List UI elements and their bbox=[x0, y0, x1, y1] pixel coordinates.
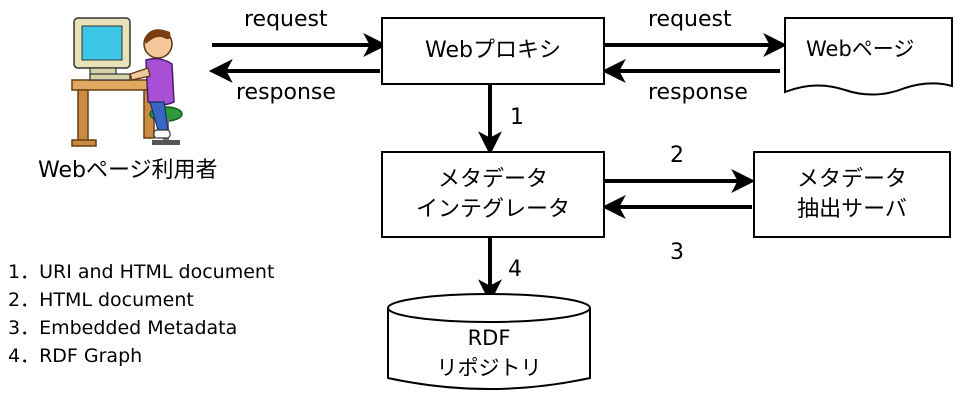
rdf-repository-cylinder bbox=[387, 293, 591, 390]
legend-item-3: 3．Embedded Metadata bbox=[8, 317, 238, 339]
step4-label: 4 bbox=[508, 257, 522, 282]
web-page-user-label: Webページ利用者 bbox=[38, 158, 218, 183]
extractor-line-2: 抽出サーバ bbox=[797, 196, 907, 222]
web-proxy-label: Webプロキシ bbox=[425, 38, 561, 63]
metadata-extractor-box: メタデータ 抽出サーバ bbox=[753, 151, 951, 238]
legend-item-1: 1．URI and HTML document bbox=[8, 261, 275, 283]
step1-label: 1 bbox=[510, 105, 524, 130]
repository-line-1: RDF bbox=[467, 326, 511, 350]
legend-item-4: 4．RDF Graph bbox=[8, 345, 143, 367]
legend-item-2: 2．HTML document bbox=[8, 289, 194, 311]
step2-label: 2 bbox=[670, 143, 684, 168]
repository-line-2: リポジトリ bbox=[436, 356, 542, 380]
left-response-label: response bbox=[236, 80, 336, 105]
user-at-computer-illustration bbox=[71, 17, 183, 147]
legend: 1．URI and HTML document 2．HTML document … bbox=[8, 258, 274, 370]
web-page-label: Webページ bbox=[806, 37, 915, 61]
left-request-label: request bbox=[244, 7, 328, 32]
right-request-label: request bbox=[648, 7, 732, 32]
integrator-line-2: インテグレータ bbox=[415, 196, 570, 222]
web-page-document-shape bbox=[784, 17, 953, 96]
integrator-line-1: メタデータ bbox=[437, 166, 548, 192]
web-proxy-box: Webプロキシ bbox=[381, 17, 605, 85]
step3-label: 3 bbox=[670, 240, 684, 265]
metadata-integrator-box: メタデータ インテグレータ bbox=[381, 151, 605, 238]
right-response-label: response bbox=[648, 80, 748, 105]
rdf-repository-label: RDF リポジトリ bbox=[385, 323, 593, 383]
extractor-line-1: メタデータ bbox=[796, 166, 907, 192]
